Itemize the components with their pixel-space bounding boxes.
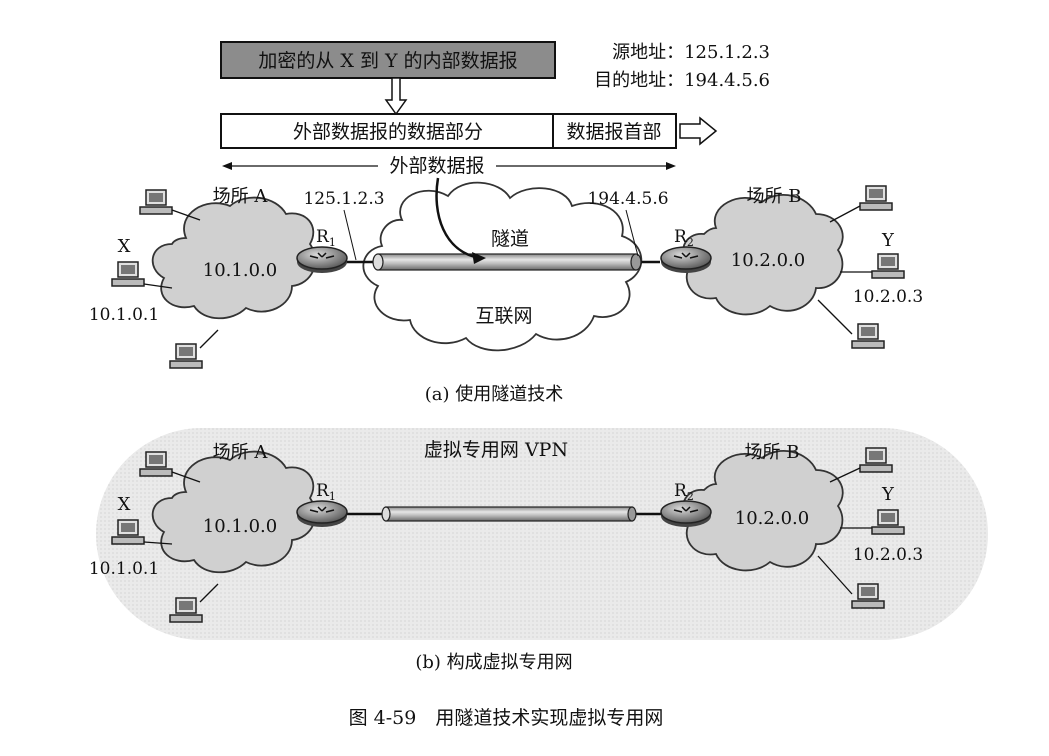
vpn-pipe [381, 506, 637, 522]
site-b-label: 场所 B [747, 186, 802, 207]
diagram-b: 场所 A 场所 B 虚拟专用网 VPN R1 R2 10.1.0.0 10.2.… [89, 428, 988, 673]
down-arrow-icon [384, 77, 408, 116]
host-computer [169, 343, 203, 369]
router-r2 [660, 500, 712, 528]
r1-label: R1 [316, 481, 336, 503]
outer-datagram-box: 外部数据报的数据部分 数据报首部 [220, 113, 677, 149]
r2-label: R2 [674, 481, 694, 503]
host-computer-y [871, 253, 905, 279]
net-a-label: 10.1.0.0 [203, 260, 277, 281]
destination-address: 目的地址：194.4.5.6 [594, 70, 770, 91]
host-computer [859, 185, 893, 211]
r2-label: R2 [674, 227, 694, 249]
site-b-label: 场所 B [745, 442, 800, 463]
host-computer-x [111, 261, 145, 287]
site-a-label: 场所 A [213, 186, 269, 207]
right-arrow-icon [679, 116, 718, 146]
tunnel-pipe [372, 253, 642, 271]
source-address: 源地址：125.1.2.3 [612, 42, 770, 63]
r1-ip-label: 125.1.2.3 [303, 189, 384, 209]
caption-a: (a) 使用隧道技术 [425, 384, 564, 405]
host-y-label: Y [881, 484, 895, 505]
host-computer [851, 323, 885, 349]
r2-ip-label: 194.4.5.6 [587, 189, 668, 209]
net-a-label: 10.1.0.0 [203, 516, 277, 537]
vpn-label: 虚拟专用网 VPN [424, 439, 568, 461]
site-a-cloud [151, 196, 317, 320]
diagram-a: 场所 A 场所 B 125.1.2.3 194.4.5.6 R1 R2 10.1… [89, 177, 923, 405]
figure-caption: 图 4-59 用隧道技术实现虚拟专用网 [349, 707, 664, 729]
host-x-label: X [118, 236, 131, 257]
internet-label: 互联网 [475, 305, 532, 327]
outer-datagram-label: 外部数据报 [389, 155, 484, 177]
host-computer [139, 189, 173, 215]
site-a-cloud [151, 450, 317, 574]
r1-label: R1 [316, 227, 336, 249]
host-y-ip: 10.2.0.3 [853, 287, 923, 307]
host-x-ip: 10.1.0.1 [89, 305, 159, 325]
host-y-ip: 10.2.0.3 [853, 545, 923, 565]
outer-datagram-span: 外部数据报 [222, 155, 676, 177]
net-b-label: 10.2.0.0 [735, 508, 809, 529]
net-b-label: 10.2.0.0 [731, 250, 805, 271]
host-x-label: X [118, 494, 131, 515]
host-x-ip: 10.1.0.1 [89, 559, 159, 579]
inner-datagram-box: 加密的从 X 到 Y 的内部数据报 [220, 41, 556, 79]
outer-header-label: 数据报首部 [566, 121, 661, 143]
inner-datagram-label: 加密的从 X 到 Y 的内部数据报 [258, 50, 517, 72]
datagram-into-tunnel-arrow [435, 177, 481, 260]
caption-b: (b) 构成虚拟专用网 [415, 652, 572, 673]
router-r1 [296, 500, 348, 528]
router-r2 [660, 246, 712, 274]
outer-data-part-label: 外部数据报的数据部分 [293, 121, 483, 143]
router-r1 [296, 246, 348, 274]
site-a-label: 场所 A [213, 442, 269, 463]
host-y-label: Y [881, 230, 895, 251]
tunnel-label: 隧道 [491, 228, 529, 250]
